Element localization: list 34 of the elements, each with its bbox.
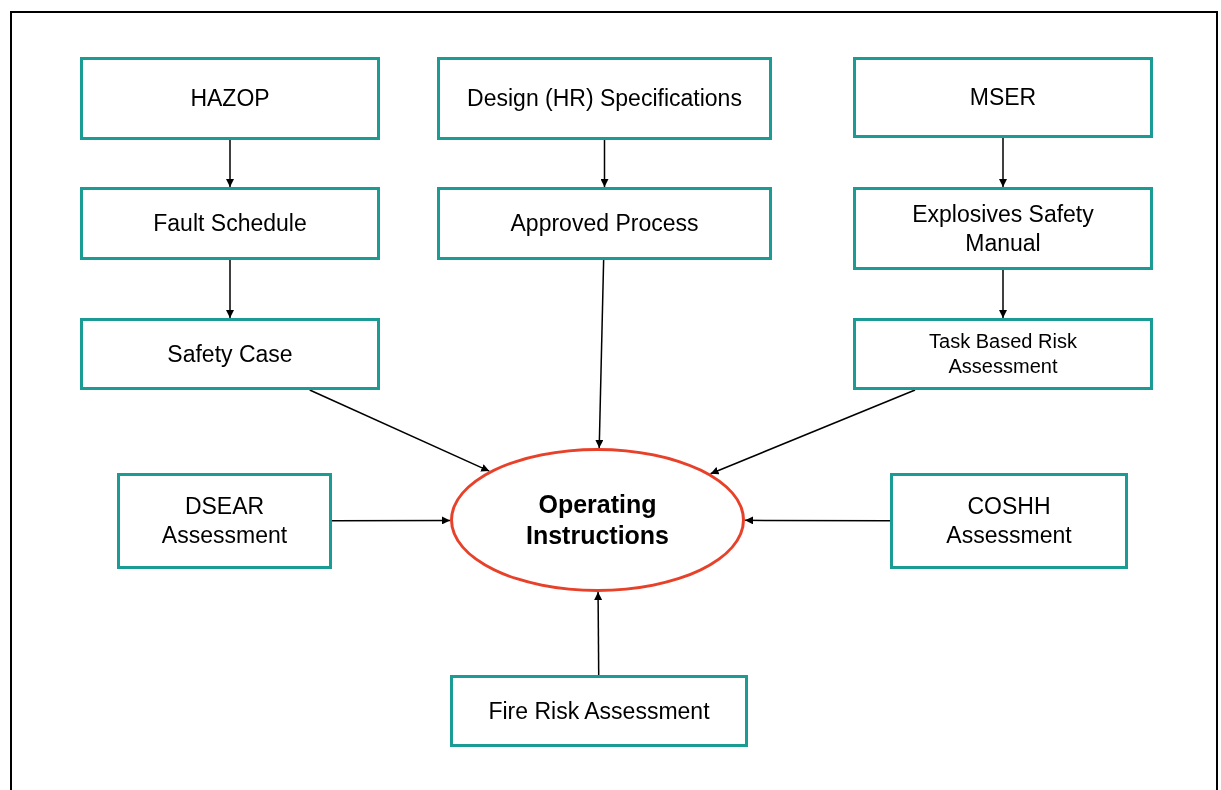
arrow — [226, 139, 234, 188]
process-box — [437, 187, 772, 260]
arrow — [999, 137, 1007, 188]
process-box — [80, 57, 380, 140]
process-box — [450, 675, 748, 747]
process-box — [890, 473, 1128, 569]
arrow — [331, 516, 451, 525]
arrow — [709, 389, 916, 475]
arrow — [594, 591, 603, 676]
process-box — [437, 57, 772, 140]
node-label: DSEAR Assessment — [160, 492, 289, 550]
node-label: Operating Instructions — [524, 488, 671, 551]
process-box — [853, 187, 1153, 270]
node-label: Explosives Safety Manual — [911, 199, 1095, 258]
arrow — [226, 259, 234, 319]
node-label: Design (HR) Specifications — [466, 84, 743, 113]
node-label: Safety Case — [166, 339, 294, 369]
process-box — [853, 57, 1153, 138]
arrow — [595, 259, 605, 449]
node-label: HAZOP — [189, 84, 271, 113]
node-label: MSER — [968, 83, 1038, 112]
process-box — [80, 187, 380, 260]
arrow — [744, 516, 891, 525]
node-label: Fault Schedule — [152, 209, 308, 238]
process-box — [853, 318, 1153, 390]
arrow — [308, 389, 490, 472]
arrow — [600, 139, 609, 188]
node-label: COSHH Assessment — [945, 492, 1073, 550]
process-box — [117, 473, 332, 569]
node-label: Fire Risk Assessment — [487, 696, 711, 726]
node-label: Task Based Risk Assessment — [928, 329, 1078, 379]
process-box — [80, 318, 380, 390]
node-label: Approved Process — [509, 209, 700, 238]
arrow — [999, 269, 1007, 319]
